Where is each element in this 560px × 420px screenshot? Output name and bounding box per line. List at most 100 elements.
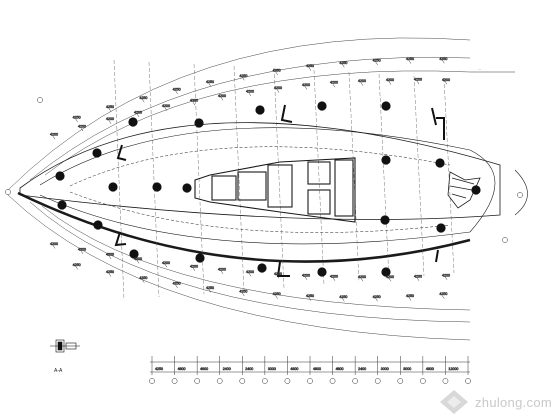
top-dimension-inner: 4200 [162,104,170,108]
dimension-tick [192,102,196,106]
top-dimension-outer: 4250 [206,80,214,84]
dimension-tick [164,107,168,111]
axis-bubble [352,378,358,384]
axis-dimension: 4800 [313,367,321,371]
axis-bubbles [5,97,523,384]
axis-bubble [239,378,246,384]
grid-line [273,67,285,289]
dimension-tick [408,60,412,64]
top-dimension-outer: 4250 [373,58,381,62]
column [57,200,67,210]
column [317,267,327,277]
dimension-ticks-top: 4250425042504250425042504250425042504250… [50,57,450,140]
column [471,185,481,195]
axis-bubble [5,189,11,195]
dimension-tick [360,82,364,86]
dimension-tick [276,275,280,279]
dimension-tick [332,277,336,281]
dimension-tick [208,289,212,293]
shear-wall-segments [114,104,445,277]
axis-dimension: 3000 [268,367,276,371]
column [255,105,265,115]
axis-bubble [307,378,313,384]
outer-dimension-arc-bottom [7,194,471,341]
top-dimension-outer: 4250 [106,105,114,109]
top-dimension-inner: 4200 [134,110,142,114]
top-dimension-outer: 4250 [273,68,281,72]
axis-dimension: 4250 [155,367,163,371]
top-dimension-inner: 4200 [330,81,338,85]
bottom-dimension-outer: 4250 [206,286,214,290]
grid-line [378,73,390,280]
dimension-tick [375,298,378,302]
dimension-tick [375,61,378,66]
dimension-tick [332,84,336,88]
axis-dimension: 12000 [448,367,458,371]
top-dimension-inner: 4200 [78,125,86,129]
dimension-tick [442,60,445,64]
bottom-dimension-inner: 4200 [50,242,58,246]
dimension-tick [276,89,280,93]
floor-outline [17,122,528,263]
bottom-dimension-inner: 4200 [414,274,422,278]
column [194,118,204,128]
axis-dimension: 2400 [245,367,253,371]
radial-grid-lines [113,59,455,301]
dimension-tick [164,264,168,268]
axis-bubble [374,378,381,384]
grid-line [113,59,125,301]
axis-bubble [284,378,291,384]
dimension-tick [388,278,392,282]
bottom-dimension-inner: 4200 [78,247,86,251]
top-dimension-outer: 4250 [339,61,347,65]
dimension-tick [208,83,212,87]
dimension-tick [275,71,278,76]
column [152,182,162,192]
top-dimension-inner: 4200 [190,99,198,103]
column [381,155,391,165]
grid-line [443,77,455,274]
top-dimension-outer: 4250 [406,57,414,61]
dimension-tick [304,276,308,280]
column [129,249,139,259]
bottom-dimension-outer: 4250 [139,276,147,280]
dimension-tick [308,297,312,301]
section-detail [50,339,80,353]
dimension-tick [108,273,112,277]
top-dimension-inner: 4200 [246,90,254,94]
axis-dimension: 3000 [403,367,411,371]
column [436,223,446,233]
dimension-tick [220,270,224,274]
bottom-dimension-outer: 4250 [339,295,347,299]
column [257,263,267,273]
dimension-tick [75,266,78,270]
dimension-tick [108,108,112,112]
dimension-tick [388,81,392,85]
dimension-tick [108,120,112,124]
top-dimension-inner: 4200 [302,83,310,87]
bottom-dimension-inner: 4200 [190,264,198,268]
top-dimension-inner: 4200 [218,94,226,98]
grid-line [348,71,360,283]
axis-bubble [37,97,43,103]
dimension-tick [175,284,178,289]
structural-columns [55,101,481,277]
column [93,220,103,230]
axis-bubble [442,378,449,384]
dimension-tick [175,90,178,95]
axis-bubble [329,378,336,384]
dimension-tick [220,97,224,101]
axis-dimension: 2400 [358,367,366,371]
bottom-dimension-inner: 4200 [106,252,114,256]
dimension-tick [342,64,345,68]
column [182,183,192,193]
axis-bubble [171,378,178,384]
column [128,117,138,127]
dimension-tick [52,136,56,140]
column [92,148,102,158]
bottom-dimension-outer: 4250 [273,292,281,296]
dimension-tick [52,245,56,249]
grid-line [233,65,245,292]
top-dimension-inner: 4200 [50,133,58,137]
